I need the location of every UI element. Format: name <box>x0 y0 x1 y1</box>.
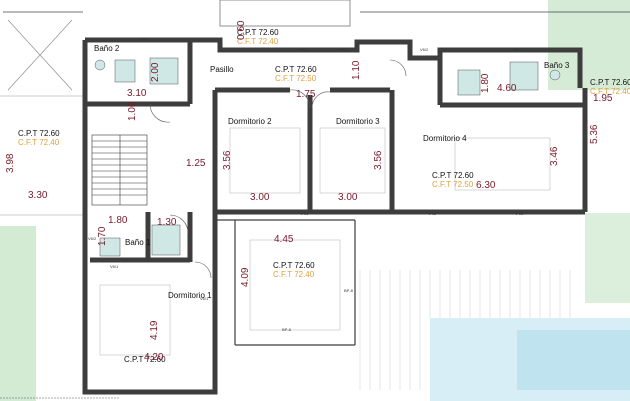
level-cft: C.F.T 72.50 <box>275 74 317 83</box>
dim-label: 0.60 <box>236 20 247 40</box>
level-cpt: C.P.T 72.60 <box>273 261 315 270</box>
room-label-bano2: Baño 2 <box>94 44 120 53</box>
room-label-bano1: Baño 1 <box>125 238 151 247</box>
level-cft: C.F.T 72.40 <box>18 138 60 147</box>
dim-label: 4.09 <box>240 267 251 287</box>
pool <box>517 330 630 390</box>
dim-label: 4.19 <box>149 320 160 340</box>
level-cpt: C.P.T 72.60 <box>275 65 317 74</box>
dim-label: 4.45 <box>274 234 294 245</box>
dim-label: 1.70 <box>97 226 108 246</box>
window-tag: V6/2 <box>88 236 97 241</box>
dim-label: 3.98 <box>5 153 16 173</box>
window-tag: V6/2 <box>420 47 429 52</box>
window-tag: V4/2 <box>428 211 437 216</box>
window-tag: BP-8 <box>282 327 292 332</box>
level-cft: C.F.T 72.40 <box>590 87 630 96</box>
dim-label: 1.95 <box>593 93 613 104</box>
dim-label: 3.46 <box>549 146 560 166</box>
bath3-fixtures <box>457 61 561 96</box>
grass-left <box>0 226 36 401</box>
dim-label: 3.56 <box>222 150 233 170</box>
level-cpt: C.P.T 72.60 <box>124 355 166 364</box>
room-label-bano3: Baño 3 <box>544 61 570 70</box>
room-label-dormitorio2: Dormitorio 2 <box>228 117 272 126</box>
room-label-pasillo: Pasillo <box>210 65 234 74</box>
void-cross-b <box>7 19 73 91</box>
dim-label: 3.00 <box>250 192 270 203</box>
grass-top-right <box>548 0 630 90</box>
dim-label: 3.10 <box>127 88 147 99</box>
room-label-dormitorio1: Dormitorio 1 <box>168 291 212 300</box>
window-tag: V8/1 <box>140 36 149 41</box>
bath2-fixtures <box>94 57 179 85</box>
roof-outline <box>219 0 351 27</box>
level-cft: C.F.T 72.40 <box>273 270 315 279</box>
dim-label: 1.25 <box>186 158 206 169</box>
dim-label: 4.20 <box>144 352 164 363</box>
level-cft: C.F.T 72.50 <box>432 180 474 189</box>
dim-label: 4.60 <box>497 83 517 94</box>
doors <box>149 59 407 279</box>
dim-label: 1.75 <box>296 89 316 100</box>
window-tag: V4/2 <box>515 211 524 216</box>
dim-label: 3.30 <box>28 190 48 201</box>
window-tag: V6/2 <box>300 47 309 52</box>
level-cpt: C.P.T 72.60 <box>432 171 474 180</box>
dim-label: 3.00 <box>338 192 358 203</box>
level-cft: C.F.T 72.40 <box>237 37 279 46</box>
window-tag: V6/1 <box>340 47 349 52</box>
dim-label: 2.00 <box>150 62 161 82</box>
window-tag: BP-8 <box>344 288 354 293</box>
dim-label: 1.30 <box>157 217 177 228</box>
dim-label: 1.10 <box>351 60 362 80</box>
window-tag: V6/1 <box>513 47 522 52</box>
window-tag: V6/1 <box>200 296 209 301</box>
dim-label: 1.00 <box>127 101 138 121</box>
staircase <box>91 134 148 206</box>
dim-label: 5.36 <box>589 124 600 144</box>
room-label-dormitorio3: Dormitorio 3 <box>336 117 380 126</box>
level-cpt: C.P.T 72.60 <box>18 129 60 138</box>
bath1-fixtures <box>99 224 181 257</box>
walls <box>82 37 588 395</box>
dim-label: 1.80 <box>108 215 128 226</box>
level-cpt: C.P.T 72.60 <box>237 28 279 37</box>
dim-label: 1.80 <box>480 73 491 93</box>
terrace-hatch <box>359 270 571 390</box>
level-cpt: C.P.T 72.60 <box>590 78 630 87</box>
window-tag: V6/1 <box>110 264 119 269</box>
window-tag: V4/1 <box>300 211 309 216</box>
room-label-dormitorio4: Dormitorio 4 <box>423 134 467 143</box>
beds <box>99 127 551 356</box>
dim-label: 6.30 <box>476 180 496 191</box>
grass-right <box>585 213 630 303</box>
dim-label: 3.56 <box>373 150 384 170</box>
